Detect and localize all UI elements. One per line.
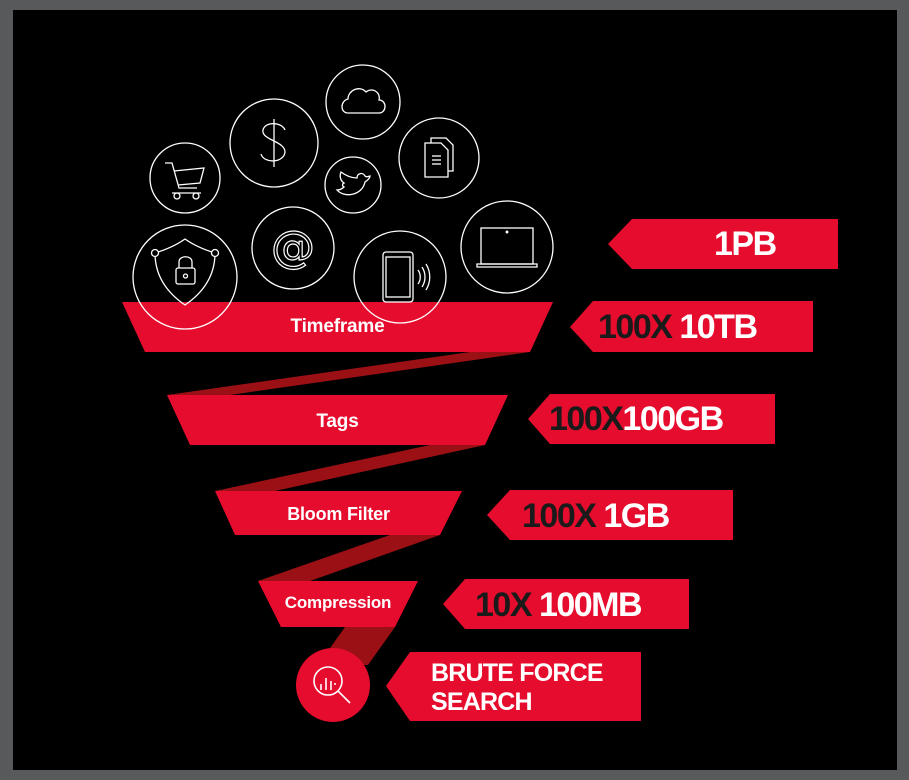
stage-label-bloom-filter: Bloom Filter <box>287 504 390 524</box>
twitter-bird-icon <box>324 156 382 214</box>
mobile-phone-icon <box>353 230 447 324</box>
callout-size: 100GB <box>622 400 724 438</box>
callout-1pb <box>608 219 838 269</box>
callout-size: 10TB <box>679 308 758 346</box>
security-shield-lock-icon <box>132 224 238 330</box>
callout-size: 1PB <box>714 225 777 263</box>
laptop-icon <box>460 200 554 294</box>
documents-icon <box>398 117 480 199</box>
callout-multiplier: 100X <box>598 308 673 346</box>
svg-text:@: @ <box>271 222 315 273</box>
magnifier-chart-icon <box>313 666 351 704</box>
dollar-icon <box>229 98 319 188</box>
brute-force-line2: SEARCH <box>431 688 533 716</box>
diagram-background <box>13 10 897 770</box>
callout-10tb-text: 100X 10TB <box>598 308 758 346</box>
ribbon-1 <box>167 352 530 395</box>
email-at-icon: @ <box>251 206 335 290</box>
ribbon-3 <box>258 535 440 581</box>
callout-10tb <box>570 301 813 352</box>
callout-size: 1GB <box>603 497 670 535</box>
funnel-band-tags <box>167 395 508 445</box>
brute-force-search-label: BRUTE FORCE SEARCH <box>431 659 604 717</box>
callout-brute-force <box>386 652 641 721</box>
callout-multiplier: 100X <box>522 497 597 535</box>
callout-multiplier: 100X <box>549 400 624 438</box>
stage-label-timeframe: Timeframe <box>290 316 385 337</box>
callout-100gb <box>528 394 775 444</box>
stage-label-tags: Tags <box>316 411 359 432</box>
funnel-band-timeframe <box>122 302 553 352</box>
callout-size: 100MB <box>538 586 643 624</box>
cloud-icon <box>325 64 401 140</box>
ribbon-2 <box>215 445 485 491</box>
callout-multiplier: 10X <box>475 586 533 624</box>
callout-100gb-text: 100X100GB <box>549 400 724 438</box>
funnel-ribbons <box>167 352 530 665</box>
funnel-band-compression <box>258 581 418 627</box>
callout-100mb <box>443 579 689 629</box>
callout-1gb <box>487 490 733 540</box>
stage-label-compression: Compression <box>284 593 392 612</box>
callout-1gb-text: 100X 1GB <box>522 497 670 535</box>
shopping-cart-icon <box>149 142 221 214</box>
funnel-band-bloom-filter <box>215 491 462 535</box>
callout-1pb-text: 1PB <box>714 225 777 263</box>
brute-force-line1: BRUTE FORCE <box>431 659 604 687</box>
callout-100mb-text: 10X 100MB <box>475 586 643 624</box>
search-circle <box>296 648 370 722</box>
